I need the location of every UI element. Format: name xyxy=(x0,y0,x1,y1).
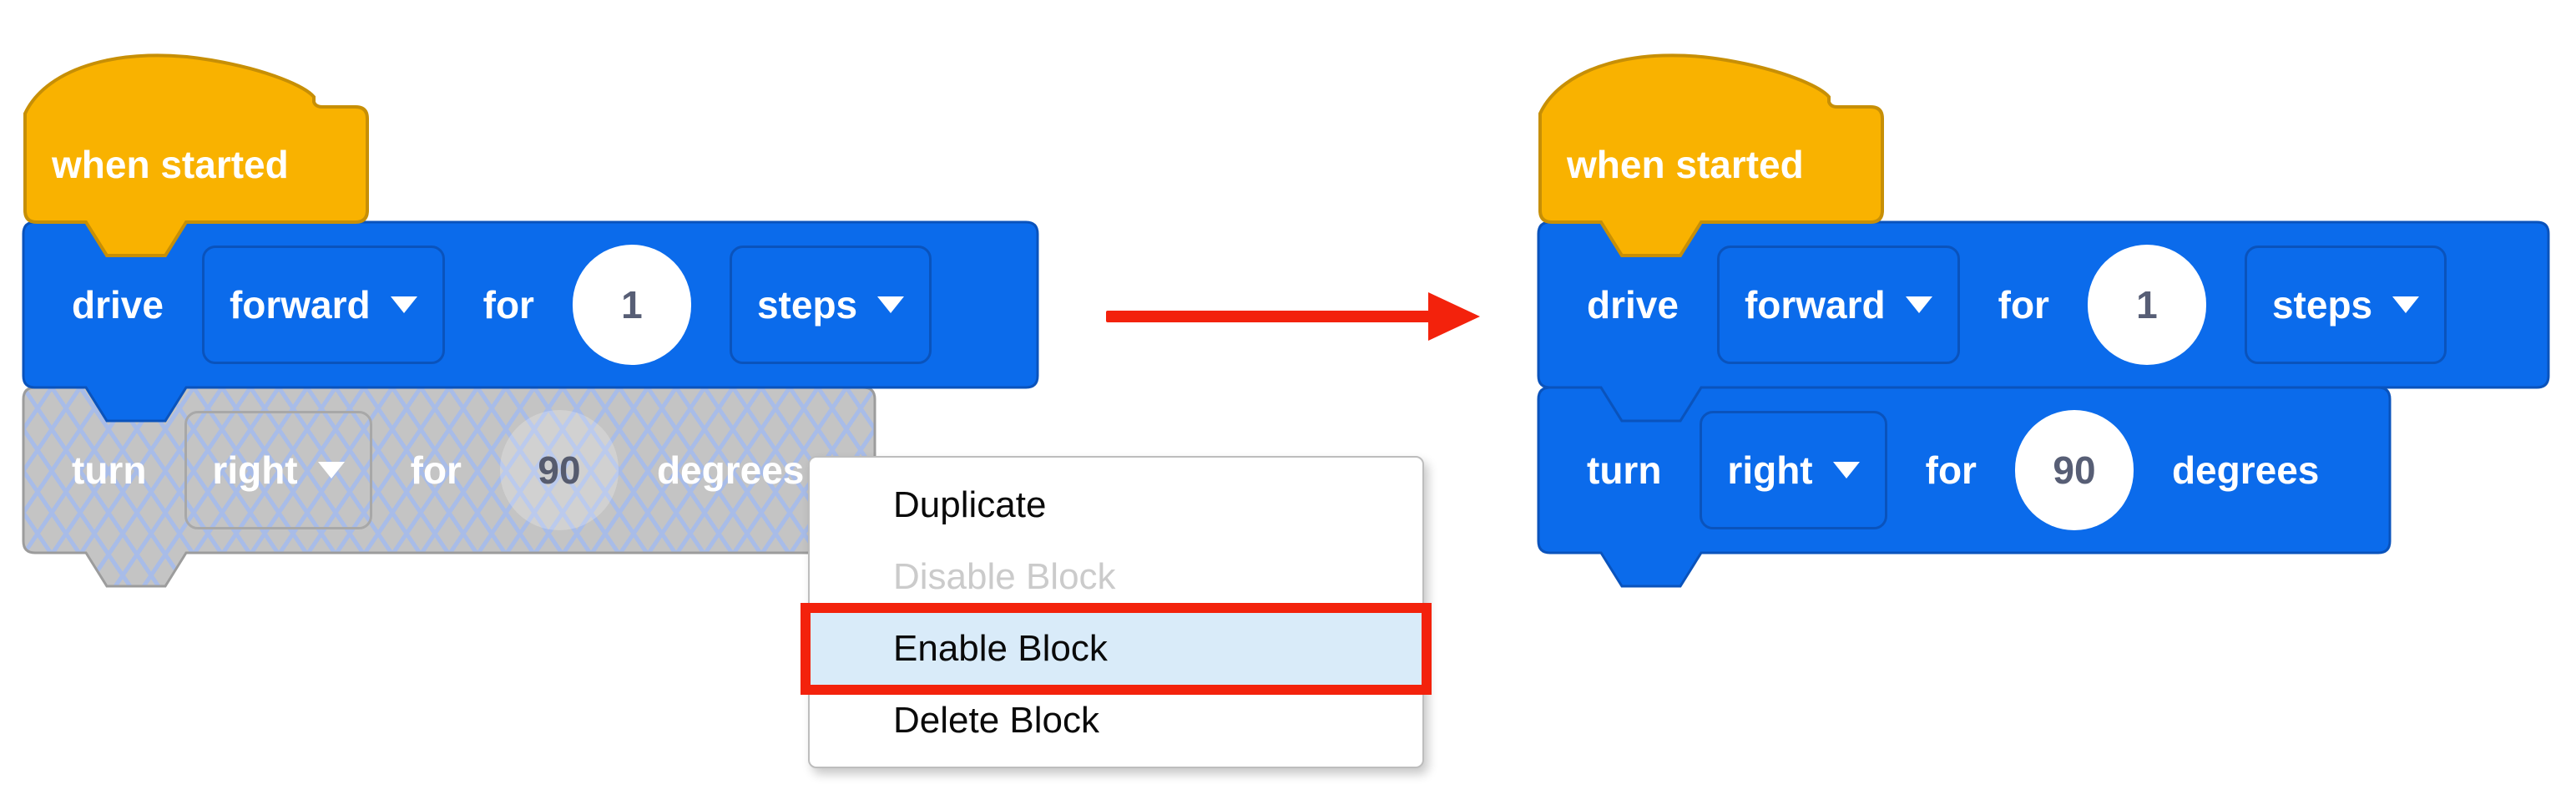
hat-block-shape xyxy=(23,53,369,257)
unit-value: steps xyxy=(756,283,858,327)
turn-block-left-disabled[interactable]: turn right for 90 degrees xyxy=(22,386,876,588)
menu-item-enable-block[interactable]: Enable Block xyxy=(893,628,1108,669)
drive-block-right[interactable]: drive forward for 1 steps xyxy=(1537,220,2550,423)
angle-value: 90 xyxy=(538,448,581,492)
dropdown-arrow-icon xyxy=(390,296,417,313)
for-label: for xyxy=(410,448,462,492)
dropdown-arrow-icon xyxy=(2392,296,2420,313)
dropdown-arrow-icon xyxy=(877,296,905,313)
direction-value: forward xyxy=(1744,283,1886,327)
when-started-hat-block-right[interactable]: when started xyxy=(1538,47,1884,257)
stack-block-shape xyxy=(1537,220,2550,423)
dropdown-arrow-icon xyxy=(317,462,345,478)
turn-block-right-enabled[interactable]: turn right for 90 degrees xyxy=(1537,386,2392,588)
angle-input[interactable]: 90 xyxy=(499,410,619,530)
degrees-label: degrees xyxy=(2171,448,2320,492)
degrees-label: degrees xyxy=(656,448,805,492)
drive-label: drive xyxy=(72,283,164,327)
for-label: for xyxy=(1998,283,2049,327)
direction-value: forward xyxy=(229,283,371,327)
turn-direction-value: right xyxy=(212,448,298,492)
stack-block-shape xyxy=(1537,386,2392,588)
for-label: for xyxy=(1925,448,1977,492)
when-started-hat-block-left[interactable]: when started xyxy=(23,47,369,257)
direction-dropdown[interactable]: forward xyxy=(201,246,445,364)
unit-dropdown[interactable]: steps xyxy=(2244,246,2447,364)
transition-arrow xyxy=(1106,292,1480,341)
distance-value: 1 xyxy=(2136,283,2158,327)
turn-direction-dropdown[interactable]: right xyxy=(184,411,372,529)
hat-block-shape xyxy=(1538,53,1884,257)
hat-label: when started xyxy=(52,143,289,186)
unit-value: steps xyxy=(2271,283,2373,327)
hat-label: when started xyxy=(1567,143,1804,186)
block-context-menu: Duplicate Disable Block Enable Block Del… xyxy=(801,456,1432,768)
drive-block-left[interactable]: drive forward for 1 steps xyxy=(22,220,1039,423)
turn-direction-dropdown[interactable]: right xyxy=(1700,411,1887,529)
enable-block-highlight-annotation xyxy=(801,603,1432,695)
dropdown-arrow-icon xyxy=(1832,462,1860,478)
stack-block-shape xyxy=(22,220,1039,423)
angle-input[interactable]: 90 xyxy=(2014,410,2134,530)
menu-item-duplicate[interactable]: Duplicate xyxy=(893,484,1047,525)
dropdown-arrow-icon xyxy=(1905,296,1932,313)
angle-value: 90 xyxy=(2053,448,2096,492)
drive-label: drive xyxy=(1587,283,1679,327)
turn-label: turn xyxy=(72,448,147,492)
for-label: for xyxy=(482,283,534,327)
distance-value: 1 xyxy=(621,283,643,327)
turn-direction-value: right xyxy=(1727,448,1813,492)
unit-dropdown[interactable]: steps xyxy=(729,246,932,364)
turn-label: turn xyxy=(1587,448,1662,492)
menu-item-disable-block: Disable Block xyxy=(893,556,1116,597)
direction-dropdown[interactable]: forward xyxy=(1716,246,1960,364)
distance-input[interactable]: 1 xyxy=(2087,245,2206,365)
menu-item-delete-block[interactable]: Delete Block xyxy=(893,700,1100,741)
distance-input[interactable]: 1 xyxy=(572,245,691,365)
